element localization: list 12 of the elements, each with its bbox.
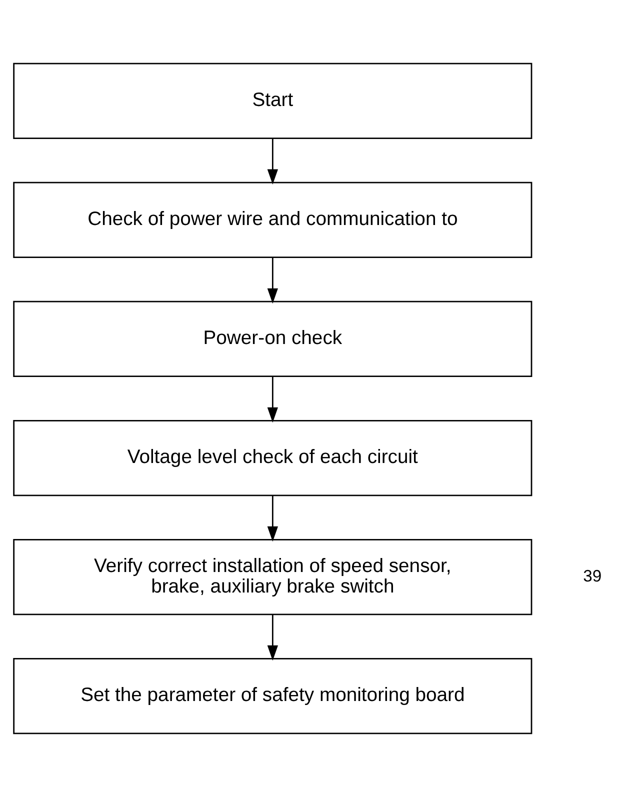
arrow <box>267 614 278 660</box>
node-box: Power-on check <box>13 300 532 377</box>
node-box: Check of power wire and communication to <box>13 181 532 258</box>
node-box: Voltage level check of each circuit <box>13 419 532 496</box>
node-box: Start <box>13 62 532 138</box>
arrow <box>267 256 278 304</box>
arrow <box>267 376 278 422</box>
label: 39 <box>583 566 602 585</box>
arrow <box>267 495 278 542</box>
node-box: Set the parameter of safety monitoring board <box>13 658 532 734</box>
node-box: Verify correct installation of speed sensor, brake, auxiliary brake switch <box>13 538 532 615</box>
arrow <box>267 138 278 184</box>
